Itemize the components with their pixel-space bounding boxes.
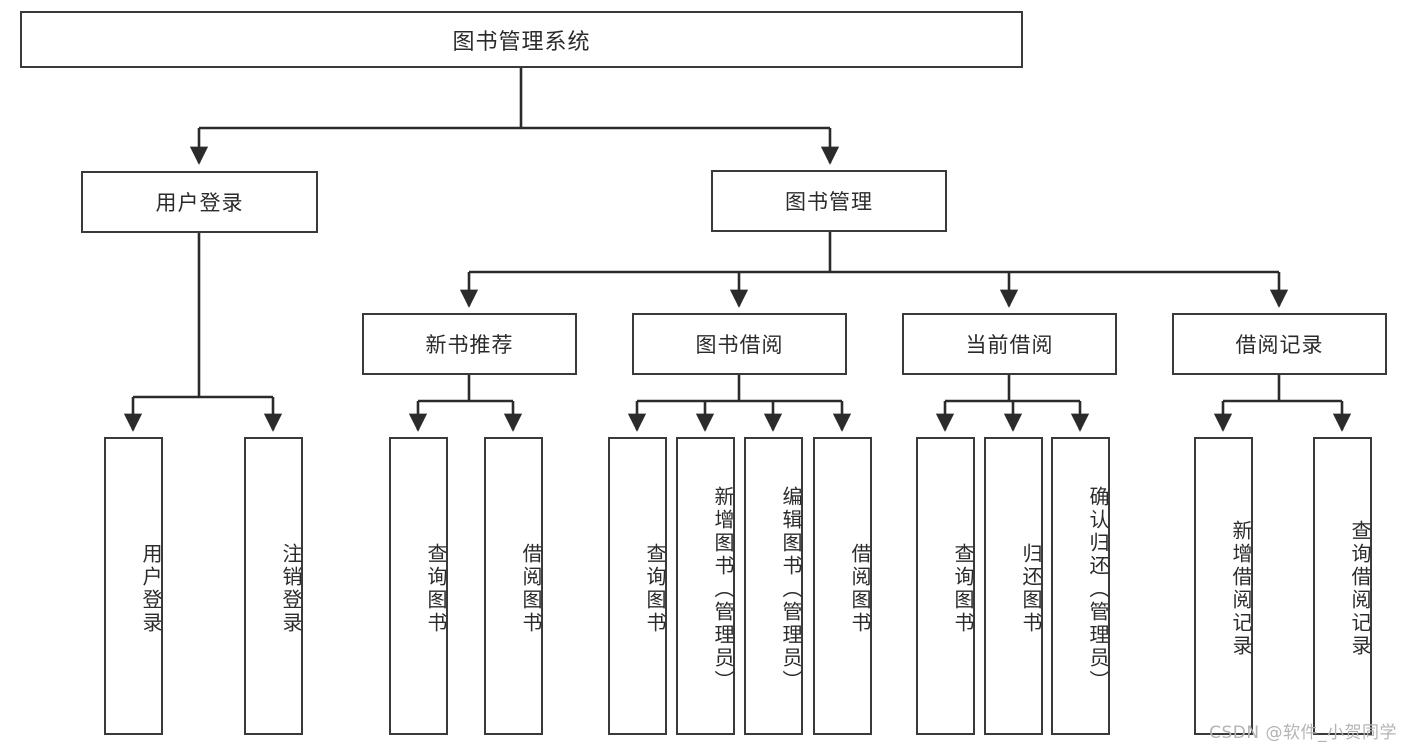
node-new-book-recommend[interactable]: 新书推荐 — [362, 313, 577, 375]
node-leaf-edit-book-admin-label: 编辑图书（管理员） — [779, 485, 803, 693]
node-leaf-query-borrow-record-label: 查询借阅记录 — [1348, 520, 1372, 658]
node-leaf-query-book-3-label: 查询图书 — [951, 543, 975, 635]
node-root-label: 图书管理系统 — [452, 29, 591, 55]
node-leaf-query-book-1-label: 查询图书 — [424, 543, 448, 635]
node-leaf-borrow-book-1-label: 借阅图书 — [519, 543, 543, 635]
node-leaf-confirm-return-admin-label: 确认归还（管理员） — [1086, 485, 1110, 693]
node-borrow-record[interactable]: 借阅记录 — [1172, 313, 1387, 375]
node-leaf-logout-login-label: 注销登录 — [279, 543, 303, 635]
node-user-login-label: 用户登录 — [155, 191, 244, 215]
node-leaf-borrow-book-2-label: 借阅图书 — [848, 543, 872, 635]
node-current-borrow[interactable]: 当前借阅 — [902, 313, 1117, 375]
node-leaf-query-book-2-label: 查询图书 — [643, 543, 667, 635]
node-leaf-query-book-2[interactable]: 查询图书 — [608, 437, 667, 735]
node-leaf-query-book-1[interactable]: 查询图书 — [389, 437, 448, 735]
node-leaf-add-borrow-record-label: 新增借阅记录 — [1229, 520, 1253, 658]
node-book-borrow-label: 图书借阅 — [695, 333, 784, 357]
node-leaf-edit-book-admin[interactable]: 编辑图书（管理员） — [744, 437, 803, 735]
node-leaf-query-borrow-record[interactable]: 查询借阅记录 — [1313, 437, 1372, 735]
node-book-management[interactable]: 图书管理 — [711, 170, 947, 232]
node-book-management-label: 图书管理 — [785, 190, 873, 214]
node-leaf-user-login-label: 用户登录 — [139, 543, 163, 635]
node-leaf-user-login[interactable]: 用户登录 — [104, 437, 163, 735]
node-leaf-add-book-admin[interactable]: 新增图书（管理员） — [676, 437, 735, 735]
node-leaf-borrow-book-1[interactable]: 借阅图书 — [484, 437, 543, 735]
watermark-text: CSDN @软件_小贺同学 — [1209, 723, 1397, 743]
node-leaf-logout-login[interactable]: 注销登录 — [244, 437, 303, 735]
node-leaf-return-book[interactable]: 归还图书 — [984, 437, 1043, 735]
node-borrow-record-label: 借阅记录 — [1235, 333, 1324, 357]
node-current-borrow-label: 当前借阅 — [965, 333, 1054, 357]
node-leaf-add-borrow-record[interactable]: 新增借阅记录 — [1194, 437, 1253, 735]
node-leaf-confirm-return-admin[interactable]: 确认归还（管理员） — [1051, 437, 1110, 735]
node-root[interactable]: 图书管理系统 — [20, 11, 1023, 68]
node-new-book-recommend-label: 新书推荐 — [425, 333, 514, 357]
node-user-login[interactable]: 用户登录 — [81, 171, 318, 233]
node-leaf-query-book-3[interactable]: 查询图书 — [916, 437, 975, 735]
node-leaf-return-book-label: 归还图书 — [1019, 543, 1043, 635]
node-book-borrow[interactable]: 图书借阅 — [632, 313, 847, 375]
node-leaf-add-book-admin-label: 新增图书（管理员） — [711, 485, 735, 693]
node-leaf-borrow-book-2[interactable]: 借阅图书 — [813, 437, 872, 735]
